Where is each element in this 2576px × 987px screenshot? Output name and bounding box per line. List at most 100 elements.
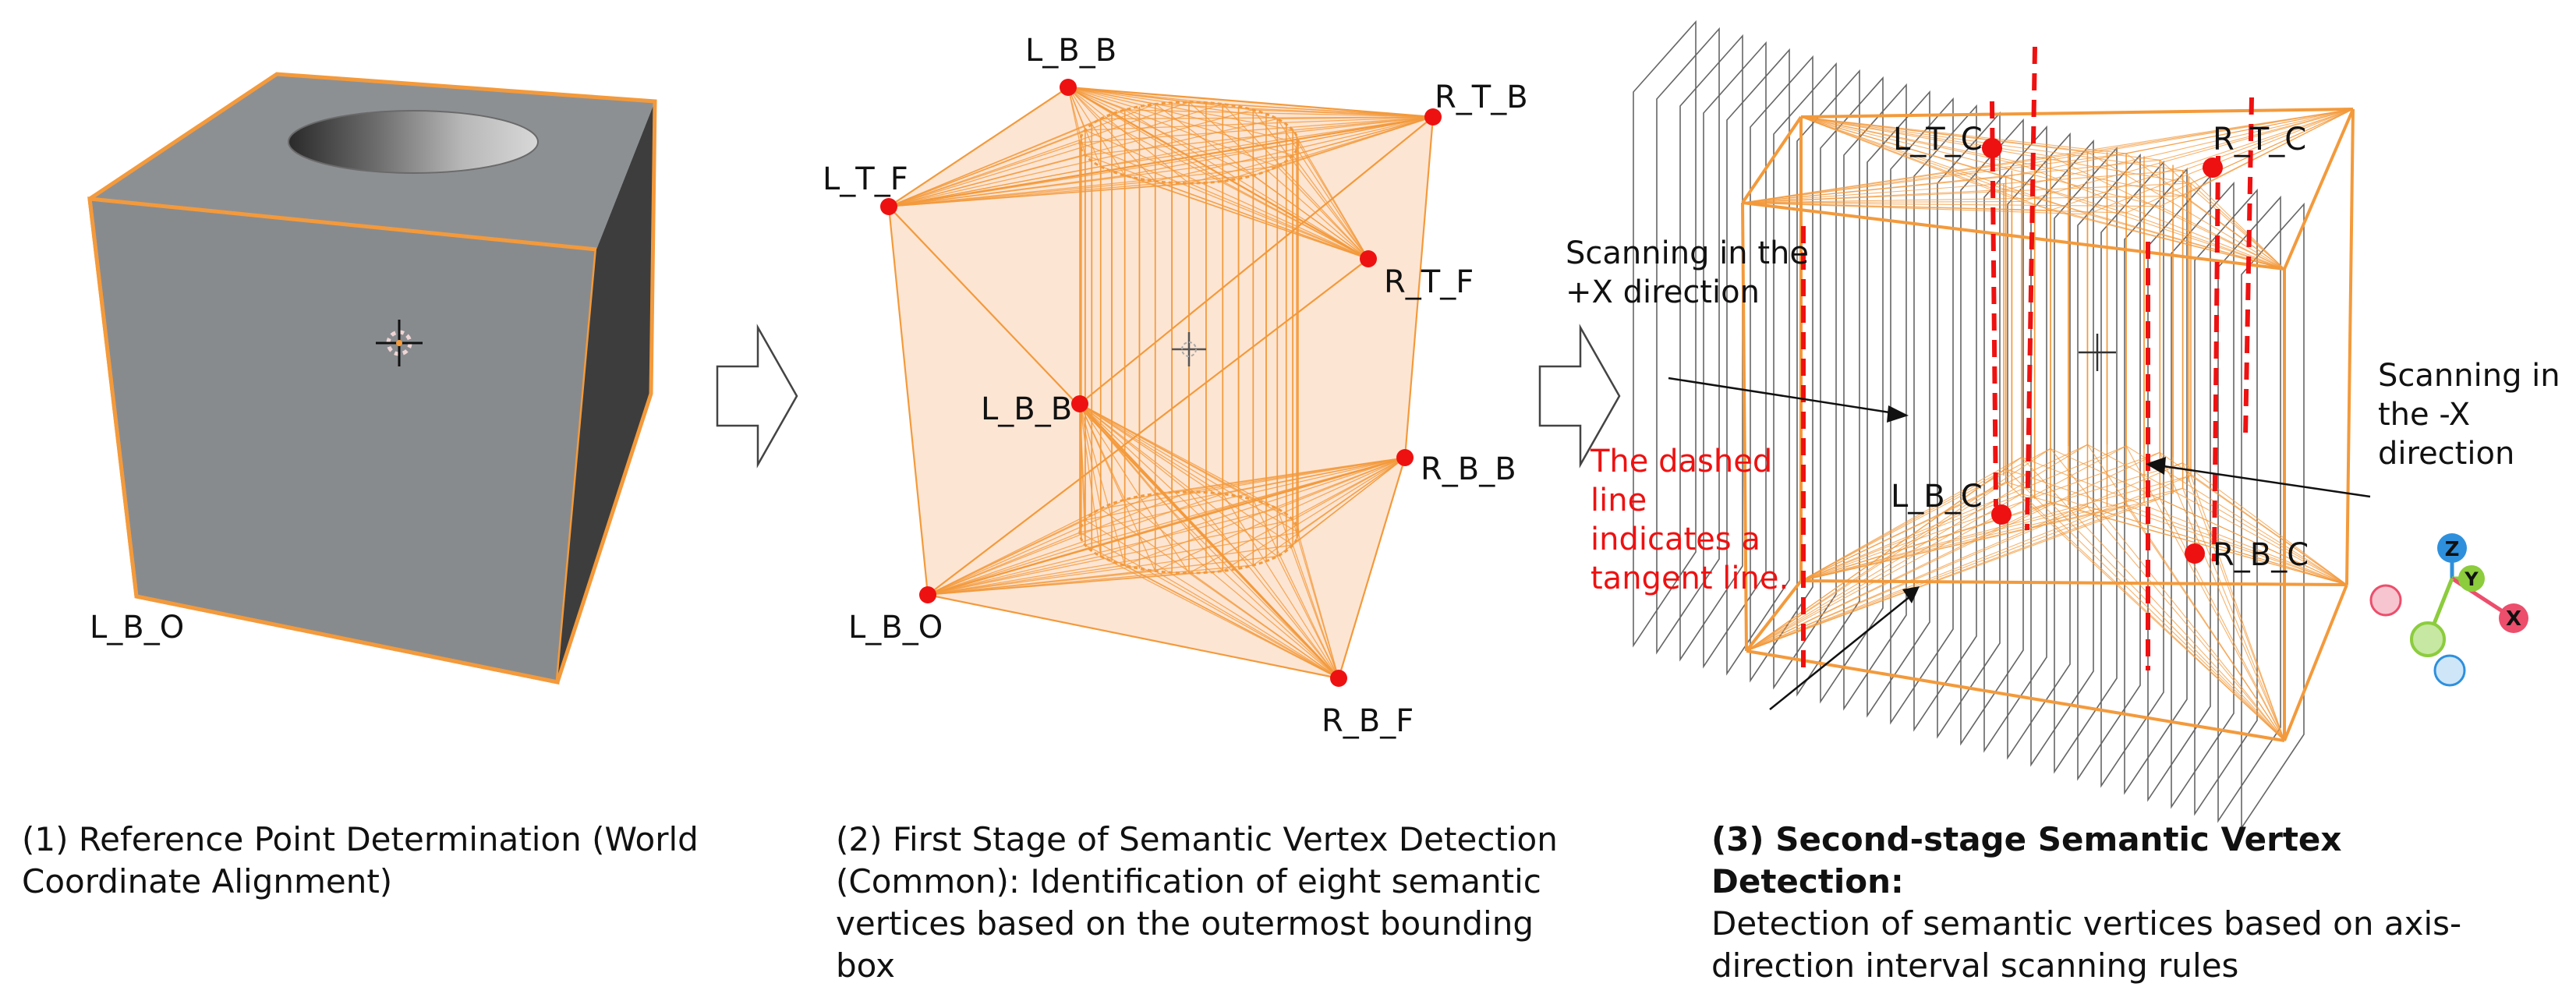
- hull-edge: [1222, 570, 1339, 679]
- scan-plane: [2030, 139, 2094, 767]
- hull-edge: [2021, 200, 2285, 270]
- tangent-lines: [1801, 46, 2254, 670]
- axis-neg-y-icon: [2410, 621, 2446, 657]
- hull-edge: [1746, 494, 2022, 652]
- hull-edge: [1746, 475, 2192, 652]
- hull-edge: [888, 109, 1254, 207]
- hull-edge: [1067, 87, 1223, 182]
- hull-edge: [1188, 182, 1369, 260]
- hull-edge: [888, 103, 1155, 207]
- panel1-cube: L_B_O: [87, 72, 657, 685]
- vertex-label: L_B_O: [848, 610, 943, 646]
- vertex-label: L_T_C: [1893, 122, 1983, 157]
- scan-plane: [2147, 174, 2211, 802]
- panel3-scanning: L_T_C R_T_C L_B_C R_B_C Scanning in the …: [1566, 19, 2560, 830]
- hull-edge: [2125, 445, 2285, 741]
- hull-edges: [1742, 108, 2354, 741]
- hull-edge: [2087, 151, 2285, 270]
- hull-edge: [1742, 151, 2088, 203]
- hull-edge: [2190, 475, 2285, 741]
- caption-text: (1) Reference Point Determination (World…: [22, 820, 699, 900]
- hull-edge: [1222, 494, 1339, 679]
- hull-edge: [1800, 116, 2051, 157]
- semantic-vertex-points: [1982, 138, 2223, 564]
- hull-edge: [1292, 129, 1369, 260]
- hull-edge: [1124, 499, 1339, 679]
- hull-edge: [1222, 104, 1369, 260]
- hull-fill-shape: [889, 87, 1433, 678]
- scan-plane: [2077, 153, 2141, 781]
- hull-edge: [1800, 504, 2127, 582]
- hull-edge: [1124, 109, 1434, 118]
- scan-plane: [1890, 97, 1954, 725]
- origin-gizmo-icon: [1172, 332, 1206, 366]
- hull-edge: [1223, 103, 1434, 118]
- hull-edge: [888, 142, 1299, 207]
- hull-edge: [1292, 519, 1339, 679]
- axis-z-icon: [2437, 533, 2467, 563]
- hull-edge: [887, 206, 929, 596]
- axis-label: Y: [2464, 568, 2479, 590]
- hull-edge: [2005, 176, 2285, 270]
- leader-arrow: [1668, 377, 1895, 415]
- vertex-label: R_B_B: [1421, 451, 1516, 487]
- arrowhead-icon: [2146, 457, 2166, 475]
- hull-edge: [2005, 189, 2285, 270]
- hull-edge: [927, 532, 1299, 596]
- hull-edge: [2005, 469, 2348, 585]
- semantic-vertex-dot: [2185, 543, 2205, 564]
- caption-text: Detection of semantic vertices based on …: [1711, 904, 2462, 985]
- scan-plane: [2217, 195, 2281, 823]
- hull-edge: [1800, 116, 2022, 203]
- hull-edge: [927, 258, 1369, 596]
- semantic-vertex-dot: [1330, 670, 1347, 687]
- hull-edge: [1155, 116, 1434, 182]
- hull-edge: [888, 103, 1223, 207]
- hull-edge: [2159, 451, 2348, 585]
- vertex-label: L_B_B: [1025, 33, 1116, 69]
- hull-edge: [1293, 116, 1434, 131]
- hull-edge: [1292, 457, 1406, 521]
- hull-edge: [2050, 448, 2348, 585]
- hull-edge: [1079, 403, 1293, 546]
- hull-edge: [1746, 451, 2160, 652]
- hull-edge: [1079, 116, 1434, 405]
- hull-edge: [2005, 108, 2354, 190]
- annotation-line: tangent line.: [1591, 561, 1789, 596]
- hull-edge: [1079, 403, 1102, 509]
- hull-edge: [1746, 457, 2022, 652]
- hull-edge: [1742, 202, 2051, 211]
- hull-edge: [1223, 116, 1434, 182]
- panel2-bounding-hull: L_B_B R_T_B L_T_F R_T_F L_B_B R_B_B L_B_…: [823, 33, 1528, 739]
- hull-edge: [1742, 182, 2192, 203]
- semantic-vertex-dot: [1360, 250, 1377, 267]
- hull-edge: [2087, 506, 2285, 741]
- hull-edge: [888, 109, 1125, 207]
- hull-edge: [1337, 457, 1407, 679]
- hull-edge: [1188, 101, 1369, 260]
- hull-edge: [1800, 475, 2192, 582]
- vertex-label: R_T_C: [2213, 122, 2306, 157]
- leader-arrow: [2163, 465, 2371, 498]
- scanning-planes: [1633, 19, 2305, 830]
- hull-edge: [1155, 457, 1406, 495]
- tangent-line: [1990, 101, 1998, 508]
- scan-plane: [1656, 27, 1720, 655]
- scan-plane: [2100, 160, 2164, 788]
- origin-gizmo-icon: [376, 320, 423, 366]
- hull-edge: [888, 118, 1278, 207]
- axis-label: X: [2506, 607, 2521, 631]
- annotation-line: Scanning in: [2378, 358, 2560, 394]
- hull-edge: [1067, 87, 1293, 131]
- hull-edge: [2182, 462, 2285, 741]
- hull-edge: [2182, 170, 2285, 270]
- hull-edge: [1800, 469, 2006, 582]
- caption-text: (2) First Stage of Semantic Vertex Detec…: [836, 820, 1558, 985]
- hull-edge: [1800, 457, 2022, 582]
- hull-edge: [2021, 108, 2354, 203]
- hull-edge: [1085, 154, 1369, 260]
- hull-edge: [1800, 116, 2160, 161]
- semantic-vertex-dot: [1991, 504, 2012, 525]
- hull-edge: [1188, 116, 1434, 184]
- hull-edge: [1800, 462, 2183, 582]
